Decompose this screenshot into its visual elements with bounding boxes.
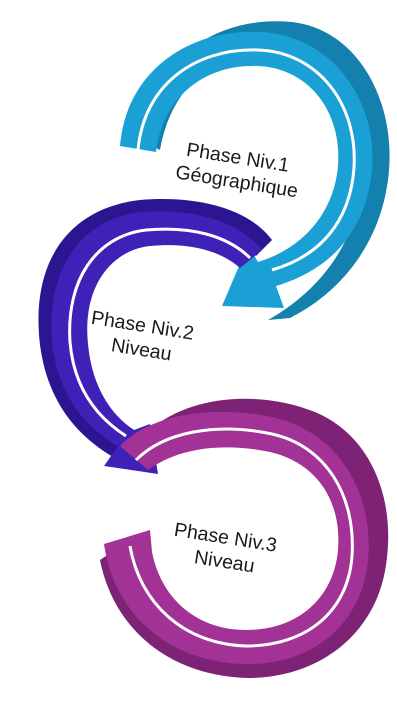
phase-1-arrow — [120, 21, 390, 320]
phase-3-label: Phase Niv.3 Niveau — [169, 519, 284, 582]
phase-3-arrow-body — [104, 411, 369, 665]
phase-2-arrow-highlight — [68, 227, 252, 438]
phase-1-arrow-highlight — [136, 48, 356, 272]
phase-2-label: Phase Niv.2 Niveau — [86, 307, 201, 370]
phase-2-arrow-body — [51, 211, 262, 474]
phase-3-arrow-highlight — [128, 427, 354, 648]
phase-1-arrow-body — [120, 31, 373, 308]
phase-2-arrow-depth — [38, 199, 272, 462]
phase-2-arrow — [38, 199, 272, 474]
phase-3-arrow — [100, 398, 389, 678]
phase-1-label: Phase Niv.1 Géographique — [174, 138, 303, 203]
